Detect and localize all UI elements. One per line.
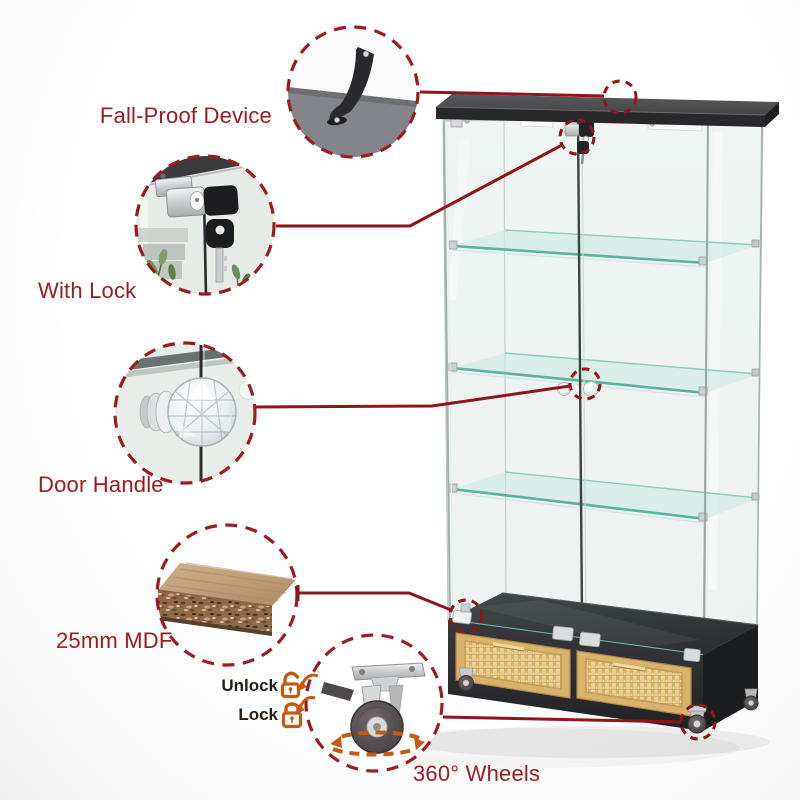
fall-proof-label: Fall-Proof Device (99, 103, 272, 128)
connector-lines (255, 90, 682, 724)
connector-mdf (298, 591, 452, 612)
bottom-door-hinges (452, 603, 701, 663)
floor-shadow (410, 726, 770, 758)
caster-wheel-back-right (743, 688, 759, 711)
door-handle-label: Door Handle (38, 472, 164, 497)
drawer-2 (576, 650, 692, 717)
wheel-detail-circle (304, 633, 444, 773)
cabinet (435, 94, 779, 734)
drawer-1 (455, 632, 571, 699)
mdf-label: 25mm MDF (56, 628, 173, 653)
target-lock (558, 118, 596, 156)
wheels-label: 360° Wheels (413, 761, 541, 786)
particle-board-icon (157, 562, 296, 636)
padlock-open-icon (280, 671, 301, 699)
target-mdf (448, 598, 484, 634)
connector-lock (276, 143, 563, 228)
connector-wheels (442, 715, 682, 724)
target-circles (448, 79, 717, 741)
caster-wheel-icon (321, 662, 426, 754)
anti-tip-strap-icon (327, 47, 374, 126)
fall-proof-detail-circle (286, 25, 420, 159)
target-wheel (679, 703, 717, 741)
handle-detail-circle (113, 341, 257, 485)
caster-wheel-front-left (458, 667, 474, 691)
storage-base (447, 592, 759, 734)
caster-wheel-front-right (687, 705, 707, 734)
glass-shelf-3 (448, 471, 760, 524)
lock-detail-circle (134, 154, 276, 296)
unlock-label: Unlock (221, 676, 278, 695)
unlock-arrow-icon (298, 673, 319, 691)
target-fall-proof (602, 79, 638, 115)
with-lock-label: With Lock (38, 278, 137, 303)
lock-and-keys-icon (154, 173, 239, 283)
connector-fall-proof (419, 90, 605, 98)
rotation-arrows-icon (332, 730, 420, 757)
mdf-detail-circle (155, 523, 299, 667)
padlock-closed-icon (281, 702, 303, 729)
crystal-knob-icon (139, 377, 237, 447)
lock-hardware (564, 121, 594, 165)
lock-label: Lock (238, 705, 278, 724)
connector-handle (255, 384, 571, 409)
target-handle (568, 367, 602, 401)
